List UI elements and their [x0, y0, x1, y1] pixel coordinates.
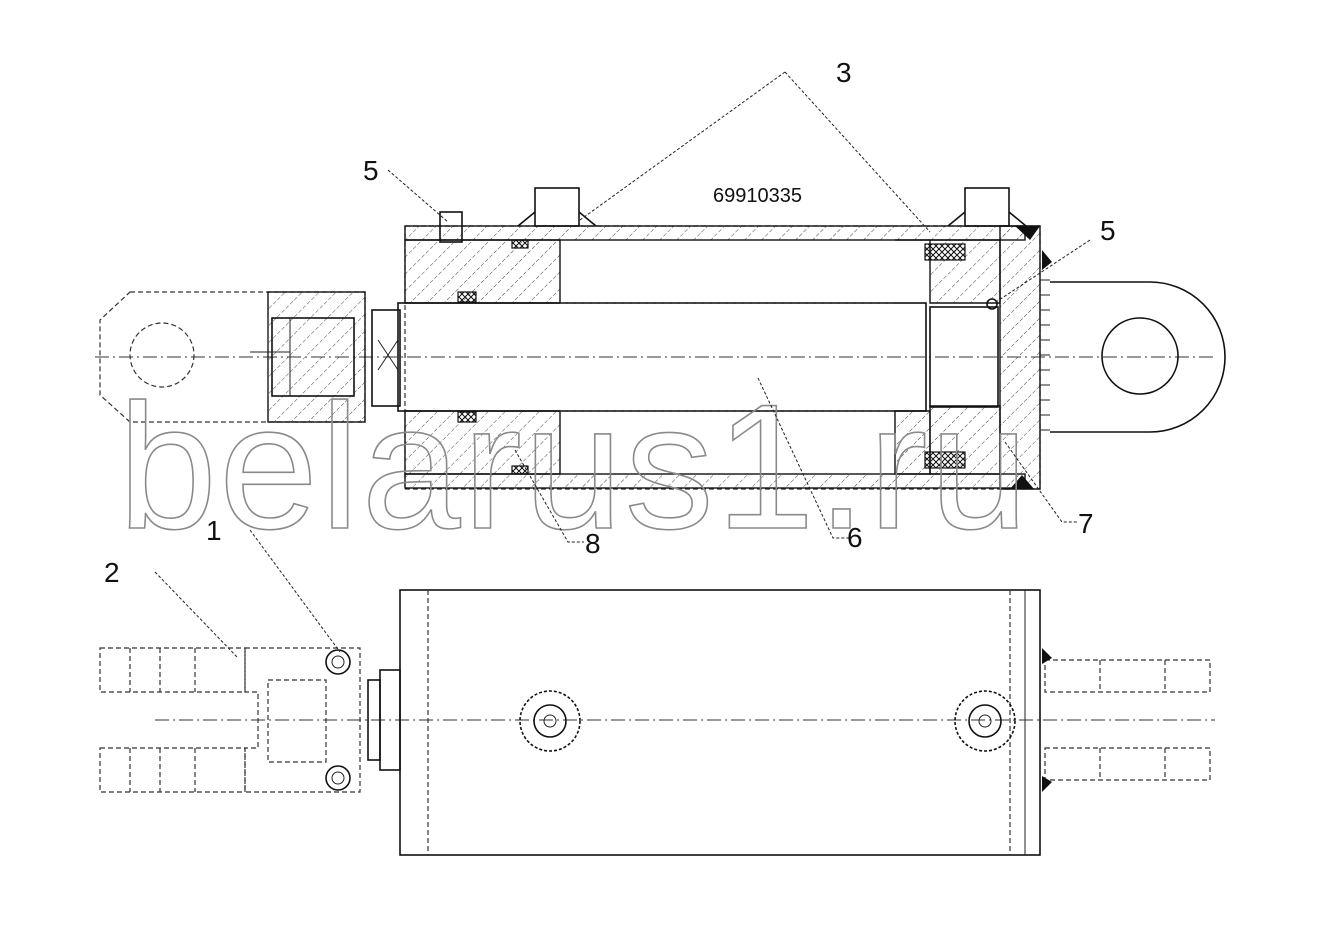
fork-upper	[99, 647, 246, 693]
fork-bolt-top	[325, 649, 351, 675]
section-view	[95, 187, 1226, 490]
gland-seal-upper	[457, 291, 477, 303]
cylinder-tube-outline	[404, 225, 1041, 490]
piston-rod	[397, 302, 927, 412]
callout-3: 3	[836, 57, 852, 88]
callout-6: 6	[847, 522, 863, 553]
cylinder-eye-hole	[1101, 317, 1179, 395]
ext-port-cap	[954, 690, 1016, 752]
fork-bolt-bottom	[325, 765, 351, 791]
callout-2: 2	[104, 557, 120, 588]
rod-end-thread	[271, 317, 355, 397]
piston-nut	[929, 306, 999, 408]
piston-upper	[895, 239, 1001, 304]
callout-5-left: 5	[363, 155, 379, 186]
fork-thread	[267, 679, 327, 763]
rear-tang-lower	[1044, 747, 1211, 781]
end-cap-weld	[1040, 279, 1050, 431]
fork-body	[244, 647, 361, 793]
gland-seal-lower	[457, 411, 477, 423]
set-screw	[439, 211, 463, 243]
oring	[986, 298, 998, 310]
port-cap-side	[964, 187, 1010, 227]
tube-wall-top	[404, 225, 1026, 241]
callout-7: 7	[1078, 508, 1094, 539]
piston-seal-upper	[924, 243, 966, 261]
rod-locknut	[371, 309, 401, 407]
rod-clevis-pin-hole	[129, 322, 195, 388]
part-number: 69910335	[713, 185, 802, 207]
rear-tang-upper	[1044, 659, 1211, 693]
watermark: belarus1.ru	[118, 367, 1031, 566]
callouts: 3 5 5 6 7 8 1 2 69910335	[104, 57, 1116, 659]
piston-seal-lower	[924, 451, 966, 469]
callout-1: 1	[206, 515, 222, 546]
exterior-view	[99, 589, 1215, 856]
callout-8: 8	[585, 528, 601, 559]
fork-lower	[99, 747, 246, 793]
ext-port-rod	[519, 690, 581, 752]
port-rod-side	[534, 187, 580, 227]
callout-5-right: 5	[1100, 215, 1116, 246]
cylinder-eye	[1050, 281, 1226, 433]
ext-tube	[399, 589, 1041, 856]
gland-upper	[404, 239, 561, 304]
rod-clevis-body	[267, 291, 366, 423]
